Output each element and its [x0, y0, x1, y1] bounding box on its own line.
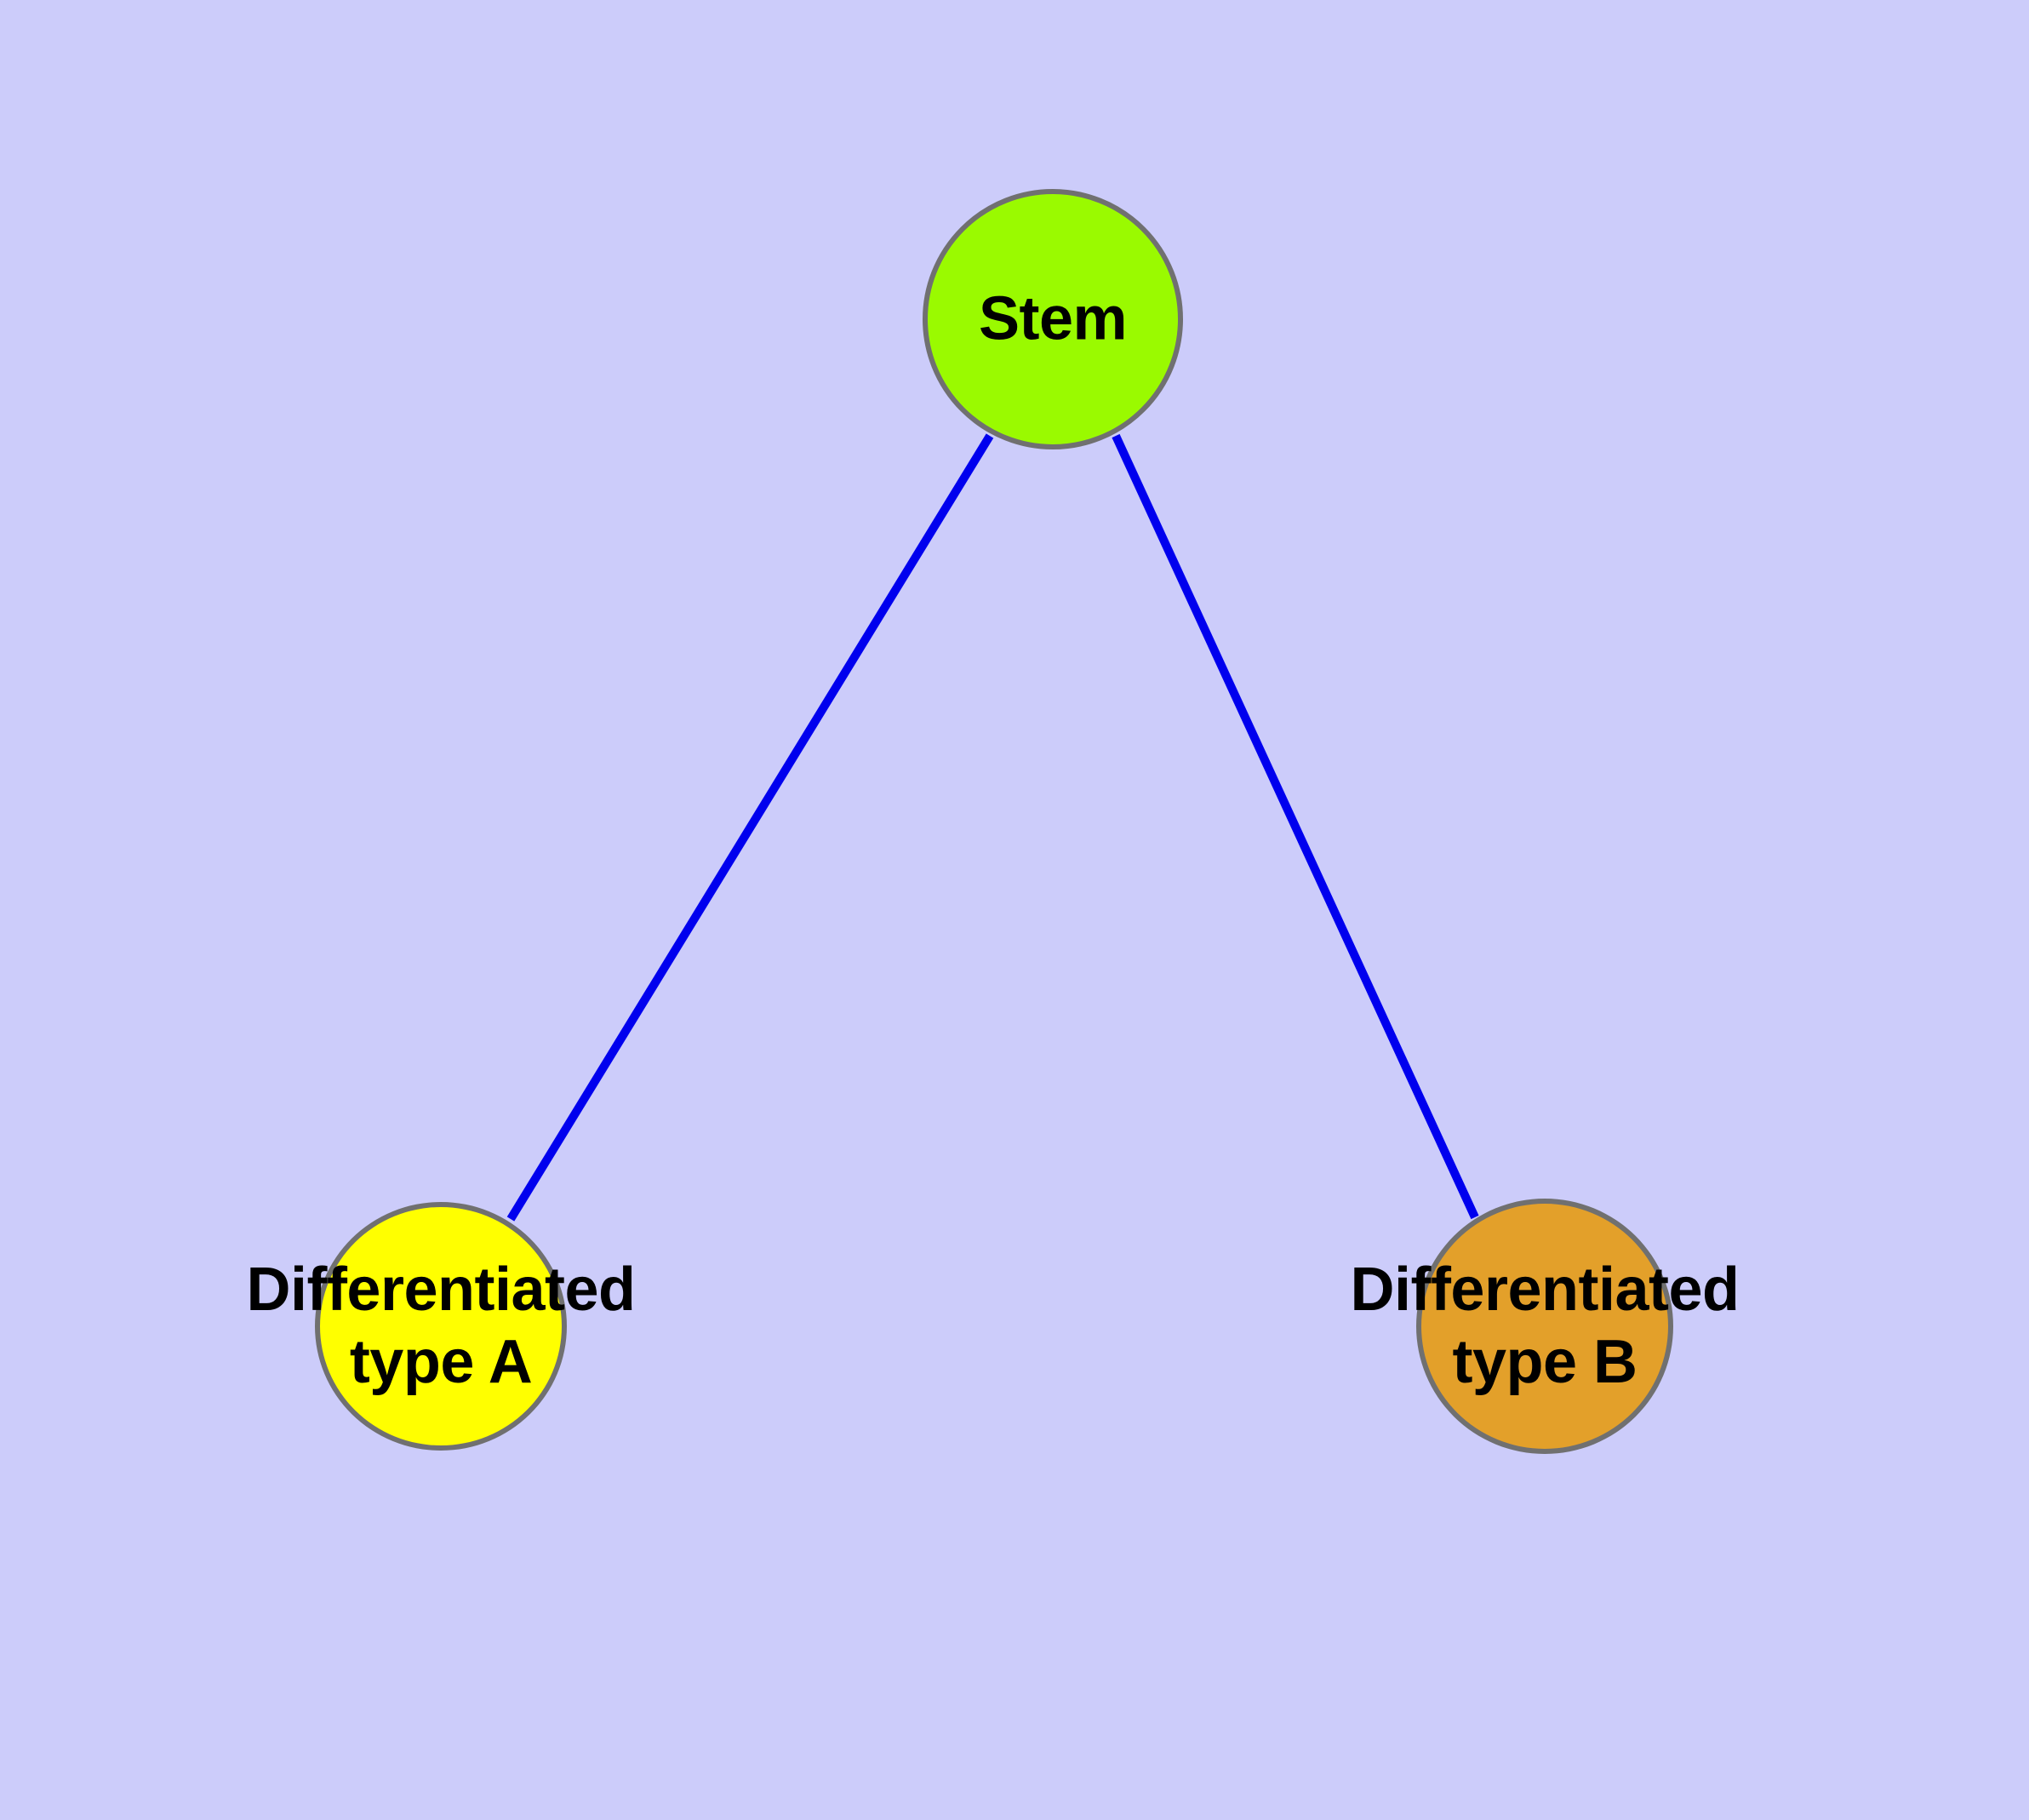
node-label-line: Stem: [978, 284, 1128, 353]
graph-node-differentiated-type-b[interactable]: Differentiated type B: [1350, 1199, 1740, 1454]
edge-stem-to-diff-a[interactable]: [506, 433, 994, 1222]
graph-node-stem[interactable]: Stem: [923, 189, 1183, 449]
graph-node-differentiated-type-a[interactable]: Differentiated type A: [246, 1202, 636, 1451]
node-label-stem: Stem: [978, 283, 1128, 356]
edge-stem-to-diff-b[interactable]: [1112, 433, 1479, 1220]
